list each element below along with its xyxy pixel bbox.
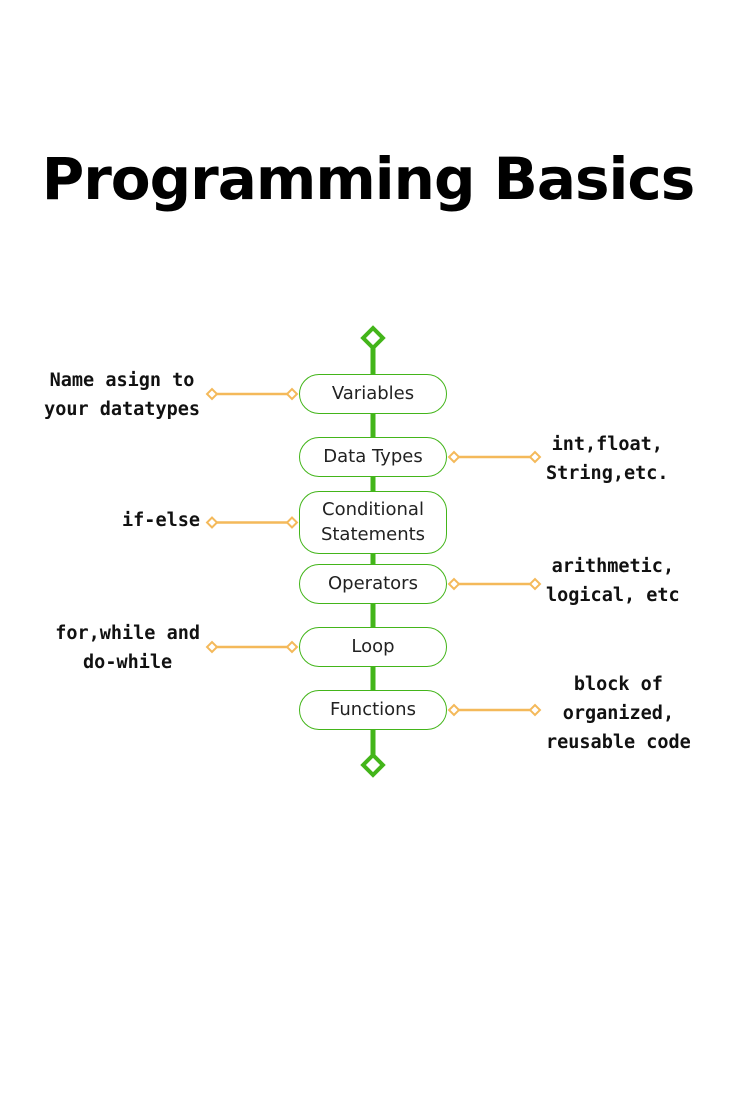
note-line: logical, etc <box>546 585 680 606</box>
spine-top-diamond <box>360 325 386 351</box>
note-operators: arithmetic, logical, etc <box>546 552 680 610</box>
node-label: Variables <box>331 382 415 404</box>
connector-end-diamond <box>285 387 299 401</box>
connector-end-diamond <box>205 516 219 529</box>
node-operators: Operators <box>299 564 447 604</box>
node-data-types: Data Types <box>299 437 447 477</box>
page-title: Programming Basics <box>41 145 696 213</box>
note-data-types: int,float, String,etc. <box>546 430 669 488</box>
connector-end-diamond <box>285 516 299 529</box>
note-line: for,while and <box>55 623 200 644</box>
connector-end-diamond <box>285 640 299 654</box>
connector-end-diamond <box>447 703 461 717</box>
note-line: Name asign to <box>49 370 195 391</box>
note-line: if-else <box>122 510 200 531</box>
note-variables: Name asign to your datatypes <box>44 366 200 424</box>
note-line: arithmetic, <box>551 556 675 577</box>
note-line: your datatypes <box>44 399 200 420</box>
node-label: Operators <box>328 572 418 594</box>
connector-end-diamond <box>528 577 542 591</box>
node-label: Loop <box>351 635 395 657</box>
node-functions: Functions <box>299 690 447 730</box>
connector-end-diamond <box>528 450 542 464</box>
node-loop: Loop <box>299 627 447 667</box>
note-line: organized, <box>562 703 675 724</box>
node-variables: Variables <box>299 374 447 414</box>
note-functions: block of organized, reusable code <box>546 670 691 757</box>
connector-end-diamond <box>528 703 542 717</box>
spine-bottom-diamond <box>360 752 386 778</box>
connectors <box>205 387 542 717</box>
note-conditional-statements: if-else <box>122 506 200 535</box>
node-label: Data Types <box>323 445 423 467</box>
connector-end-diamond <box>447 577 461 591</box>
note-line: reusable code <box>546 732 691 753</box>
note-line: do-while <box>83 652 173 673</box>
note-line: block of <box>573 674 663 695</box>
connector-end-diamond <box>205 640 219 654</box>
note-line: String,etc. <box>546 463 669 484</box>
connector-end-diamond <box>447 450 461 464</box>
node-label: Functions <box>330 698 416 720</box>
note-loop: for,while and do-while <box>55 619 200 677</box>
connector-end-diamond <box>205 387 219 401</box>
note-line: int,float, <box>551 434 663 455</box>
